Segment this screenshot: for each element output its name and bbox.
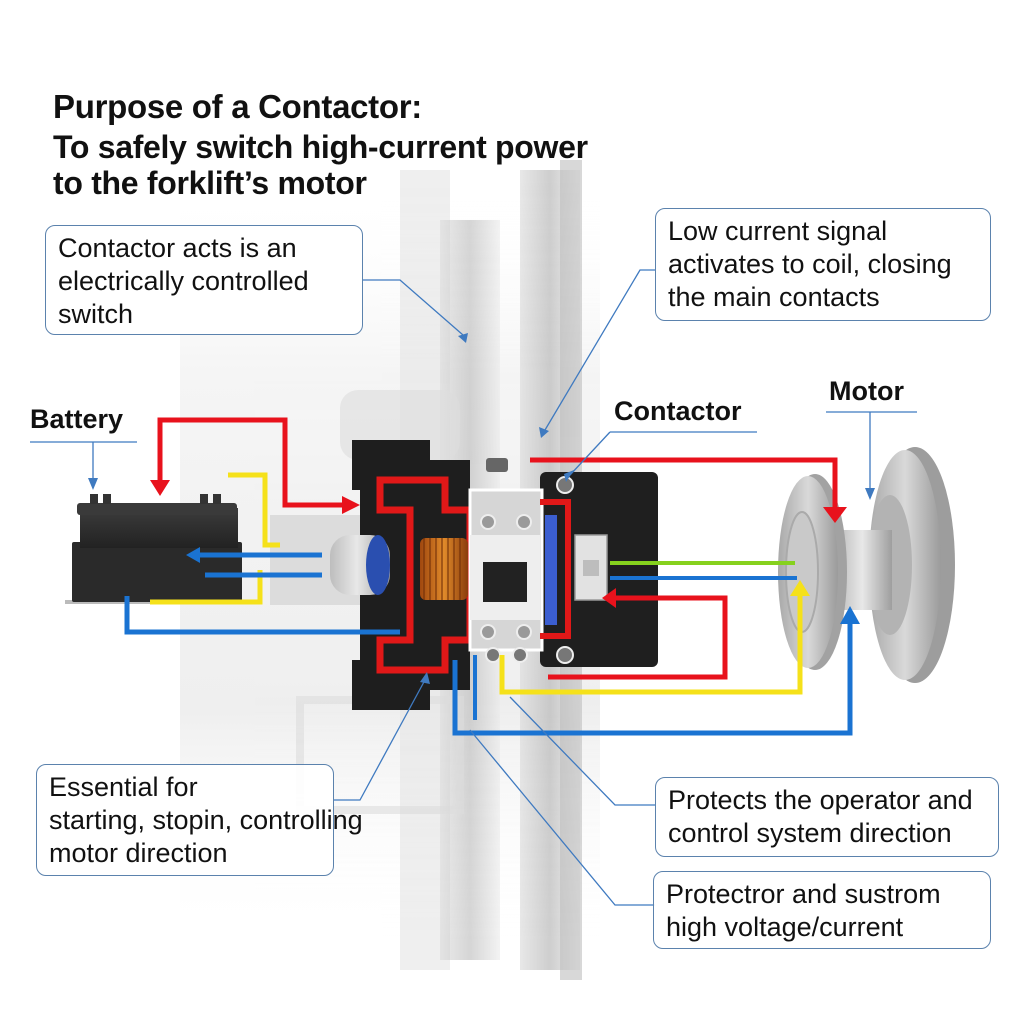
- wire-red-motor-top: [530, 457, 838, 515]
- leader-protects: [509, 696, 655, 806]
- leader-motor: [826, 411, 917, 492]
- page-title: Purpose of a Contactor:: [53, 88, 422, 125]
- subtitle-line-2: to the forklift’s motor: [53, 165, 367, 201]
- leader-essential: [333, 679, 426, 801]
- callout-line: activates to coil, closing: [668, 249, 952, 279]
- wire-yellow-motor: [499, 588, 803, 695]
- callout-line: motor direction: [49, 838, 228, 868]
- callout-electrically-controlled: Contactor acts is an electrically contro…: [45, 225, 363, 335]
- arrow-blue-motor: [840, 606, 860, 624]
- wire-red-return: [548, 595, 728, 680]
- subtitle-line-1: To safely switch high-current power: [53, 129, 588, 165]
- contactor-graphic: [270, 440, 658, 710]
- arrow-blue-battery: [186, 547, 200, 563]
- callout-line: switch: [58, 299, 134, 329]
- arrow-red-battery: [150, 480, 170, 496]
- callout-line: Protectror and sustrom: [666, 879, 941, 909]
- callout-essential-for: Essential for starting, stopin, controll…: [36, 764, 363, 876]
- wire-yellow-battery: [150, 570, 263, 605]
- callout-line: control system direction: [668, 818, 952, 848]
- leader-contactor: [569, 431, 757, 476]
- motor-label: Motor: [829, 376, 904, 406]
- callout-line: Protects the operator and: [668, 785, 973, 815]
- leader-protector: [469, 729, 655, 906]
- power-wires: [124, 417, 860, 736]
- callout-protector-high-voltage: Protectror and sustrom high voltage/curr…: [653, 871, 991, 949]
- wire-blue-battery-loop: [124, 596, 400, 635]
- callout-line: Contactor acts is an: [58, 233, 297, 263]
- battery-label: Battery: [30, 404, 124, 434]
- leader-lines: [30, 269, 917, 906]
- wire-yellow-left: [228, 472, 280, 548]
- leader-battery: [30, 441, 137, 482]
- leader-electrically-controlled: [363, 279, 464, 336]
- arrow-yellow-motor: [790, 580, 810, 596]
- leader-low-current: [544, 269, 655, 431]
- arrow-red-motor: [823, 507, 847, 523]
- wire-blue-motor: [452, 620, 853, 736]
- callout-line: Essential for: [49, 772, 198, 802]
- callout-line: high voltage/current: [666, 912, 904, 942]
- motor-graphic: [778, 447, 955, 683]
- wire-red-battery-loop: [157, 417, 350, 508]
- arrow-red-return: [602, 588, 616, 608]
- callout-protects-operator: Protects the operator and control system…: [655, 777, 999, 857]
- callout-line: starting, stopin, controlling: [49, 805, 363, 835]
- arrow-red-contactor: [342, 496, 360, 514]
- battery-graphic: [65, 494, 245, 604]
- callout-line: the main contacts: [668, 282, 880, 312]
- callout-line: electrically controlled: [58, 266, 309, 296]
- callout-line: Low current signal: [668, 216, 888, 246]
- contactor-label: Contactor: [614, 396, 742, 426]
- callout-low-current-signal: Low current signal activates to coil, cl…: [655, 208, 991, 321]
